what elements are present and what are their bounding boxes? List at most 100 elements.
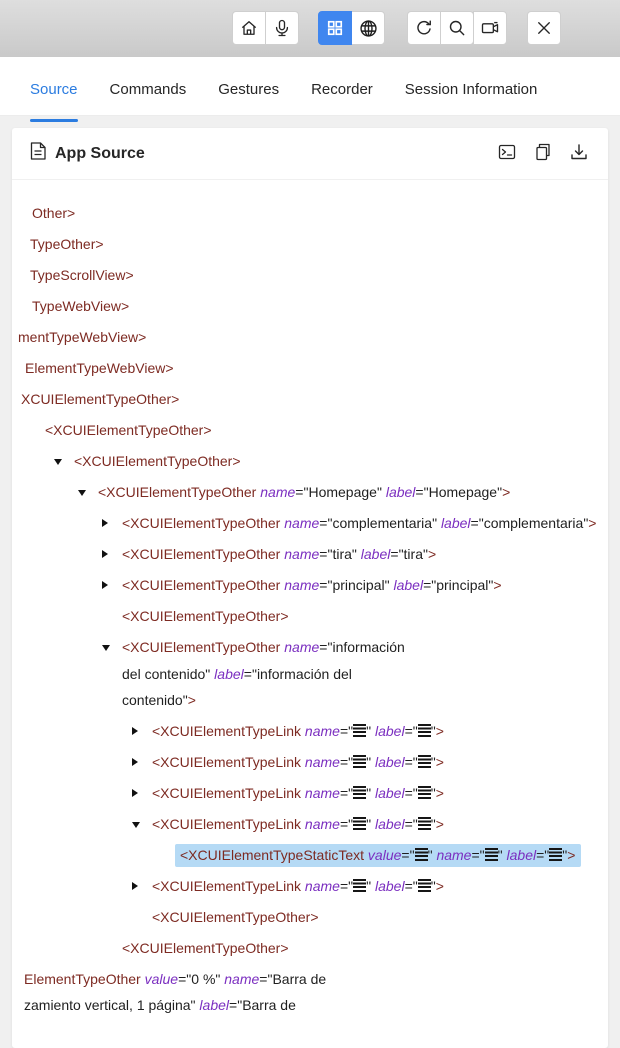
tree-node[interactable]: <XCUIElementTypeLink name="" label=""> xyxy=(12,871,608,902)
tab-recorder[interactable]: Recorder xyxy=(311,81,373,98)
tab-source[interactable]: Source xyxy=(30,57,78,122)
video-camera-icon xyxy=(480,18,500,38)
tab-commands[interactable]: Commands xyxy=(109,81,187,98)
tree-node[interactable]: mentTypeWebView> xyxy=(12,322,608,353)
toolbar-group-device xyxy=(232,11,299,45)
download-icon xyxy=(570,143,588,164)
toolbar-group-session xyxy=(527,11,561,45)
toolbar-group-actions xyxy=(407,11,507,45)
tree-node-text: ElementTypeOther value="0 %" name="Barra… xyxy=(24,970,327,1014)
search-button[interactable] xyxy=(440,11,474,45)
caret-down-icon[interactable] xyxy=(54,459,62,465)
tree-node-text: TypeOther> xyxy=(30,236,104,252)
tree-node[interactable]: <XCUIElementTypeOther name="principal" l… xyxy=(12,570,608,601)
obscured-text-glyph xyxy=(417,723,431,738)
obscured-text-glyph xyxy=(353,816,367,831)
obscured-text-glyph xyxy=(353,754,367,769)
tree-node[interactable]: TypeWebView> xyxy=(12,291,608,322)
tree-node-text: <XCUIElementTypeOther> xyxy=(45,422,212,438)
tree-node[interactable]: Other> xyxy=(12,198,608,229)
tree-node[interactable]: <XCUIElementTypeOther> xyxy=(12,415,608,446)
caret-right-icon[interactable] xyxy=(132,788,138,797)
copy-button[interactable] xyxy=(534,143,552,164)
panel-title: App Source xyxy=(55,144,145,162)
caret-down-icon[interactable] xyxy=(132,821,140,828)
obscured-text-glyph xyxy=(484,847,498,862)
download-button[interactable] xyxy=(570,143,588,164)
caret-down-icon[interactable] xyxy=(102,645,110,651)
tree-node[interactable]: <XCUIElementTypeOther name="tira" label=… xyxy=(12,539,608,570)
caret-right-icon[interactable] xyxy=(132,726,138,735)
inspector-tabs: Source Commands Gestures Recorder Sessio… xyxy=(0,57,620,122)
obscured-text-glyph xyxy=(417,878,431,893)
refresh-button[interactable] xyxy=(407,11,441,45)
tree-node-text: <XCUIElementTypeLink name="" label=""> xyxy=(152,722,444,739)
home-icon xyxy=(239,18,259,38)
caret-right-icon[interactable] xyxy=(102,581,108,589)
obscured-text-glyph xyxy=(353,723,367,738)
tree-node-text: <XCUIElementTypeLink name="" label=""> xyxy=(152,877,444,894)
tree-node[interactable]: <XCUIElementTypeOther> xyxy=(12,902,608,933)
tab-session-information[interactable]: Session Information xyxy=(404,81,538,98)
native-app-mode-button[interactable] xyxy=(318,11,352,45)
video-camera-button[interactable] xyxy=(473,11,507,45)
caret-right-icon[interactable] xyxy=(132,757,138,766)
panel-actions xyxy=(498,143,588,164)
obscured-text-glyph xyxy=(414,847,428,862)
tree-node[interactable]: <XCUIElementTypeOther> xyxy=(12,601,608,632)
microphone-button[interactable] xyxy=(265,11,299,45)
caret-right-icon[interactable] xyxy=(102,519,108,527)
tree-node[interactable]: <XCUIElementTypeLink name="" label=""> xyxy=(12,747,608,778)
tree-node[interactable]: <XCUIElementTypeOther name="complementar… xyxy=(12,508,608,539)
caret-right-icon[interactable] xyxy=(102,550,108,558)
microphone-icon xyxy=(272,18,292,38)
tree-node-text: ElementTypeWebView> xyxy=(25,360,174,376)
tree-node[interactable]: TypeOther> xyxy=(12,229,608,260)
terminal-icon xyxy=(498,143,516,164)
device-toolbar xyxy=(0,0,620,58)
close-icon xyxy=(535,19,553,37)
search-icon xyxy=(447,18,467,38)
tree-node-text: <XCUIElementTypeOther> xyxy=(122,608,289,624)
tree-node-text: Other> xyxy=(32,205,76,221)
tree-node-text: <XCUIElementTypeOther name="complementar… xyxy=(122,515,597,531)
tree-node-text: <XCUIElementTypeLink name="" label=""> xyxy=(152,815,444,832)
tree-node[interactable]: <XCUIElementTypeOther> xyxy=(12,933,608,964)
file-icon xyxy=(30,142,46,165)
tree-node[interactable]: XCUIElementTypeOther> xyxy=(12,384,608,415)
globe-icon xyxy=(358,18,379,39)
web-mode-button[interactable] xyxy=(351,11,385,45)
tree-node[interactable]: TypeScrollView> xyxy=(12,260,608,291)
tree-node[interactable]: <XCUIElementTypeLink name="" label=""> xyxy=(12,809,608,840)
close-session-button[interactable] xyxy=(527,11,561,45)
tree-node-text: <XCUIElementTypeOther> xyxy=(152,908,319,925)
caret-right-icon[interactable] xyxy=(132,881,138,890)
tree-node-text: <XCUIElementTypeLink name="" label=""> xyxy=(152,784,444,801)
open-terminal-button[interactable] xyxy=(498,143,516,164)
home-button[interactable] xyxy=(232,11,266,45)
tree-node[interactable]: <XCUIElementTypeOther> xyxy=(12,446,608,477)
tree-node-text: <XCUIElementTypeOther name="Homepage" la… xyxy=(98,484,511,500)
tree-node-text: <XCUIElementTypeLink name="" label=""> xyxy=(152,753,444,770)
tree-node[interactable]: ElementTypeWebView> xyxy=(12,353,608,384)
tree-node[interactable]: ElementTypeOther value="0 %" name="Barra… xyxy=(12,964,608,1021)
tree-node-text: <XCUIElementTypeOther> xyxy=(74,453,241,469)
source-tree: Other> TypeOther> TypeScrollView> TypeWebVi… xyxy=(12,180,608,1021)
caret-down-icon[interactable] xyxy=(78,490,86,496)
tree-node-text: <XCUIElementTypeOther name="principal" l… xyxy=(122,577,502,593)
tab-gestures[interactable]: Gestures xyxy=(218,81,280,98)
tree-node-text: TypeWebView> xyxy=(32,298,130,314)
tree-node-text: TypeScrollView> xyxy=(30,267,134,283)
tree-node[interactable]: <XCUIElementTypeOther name="Homepage" la… xyxy=(12,477,608,508)
obscured-text-glyph xyxy=(417,785,431,800)
app-source-header: App Source xyxy=(12,128,608,180)
obscured-text-glyph xyxy=(549,847,563,862)
tree-node[interactable]: <XCUIElementTypeLink name="" label=""> xyxy=(12,778,608,809)
tree-node[interactable]: <XCUIElementTypeLink name="" label=""> xyxy=(12,716,608,747)
obscured-text-glyph xyxy=(417,816,431,831)
refresh-icon xyxy=(414,18,434,38)
selected-node-highlight[interactable]: <XCUIElementTypeStaticText value="" name… xyxy=(175,843,582,867)
tree-node[interactable]: <XCUIElementTypeStaticText value="" name… xyxy=(12,840,608,871)
